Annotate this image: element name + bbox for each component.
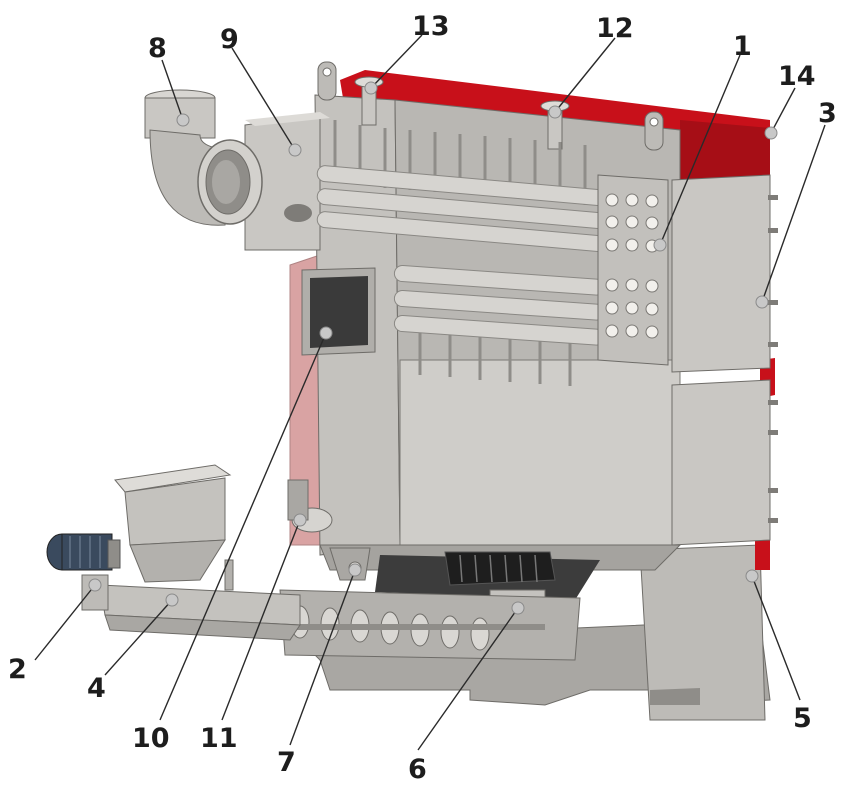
- callout-13: 13: [412, 11, 450, 42]
- callout-12: 12: [596, 13, 634, 44]
- callout-1: 1: [733, 31, 752, 62]
- cleaning-doors: [671, 174, 778, 546]
- fuel-hopper: [114, 464, 232, 583]
- callout-dots: [88, 81, 778, 615]
- leader-lines: [34, 34, 826, 751]
- inspection-window: [301, 267, 376, 356]
- callout-6: 6: [408, 754, 427, 785]
- callout-2: 2: [8, 654, 27, 685]
- callout-7: 7: [277, 747, 296, 778]
- auger-trough: [279, 547, 581, 661]
- callout-8: 8: [148, 33, 167, 64]
- callout-10: 10: [132, 723, 170, 754]
- callout-14: 14: [778, 61, 816, 92]
- callout-9: 9: [220, 24, 239, 55]
- callout-5: 5: [793, 703, 812, 734]
- callout-3: 3: [818, 98, 837, 129]
- heat-exchanger-tubes: [316, 120, 669, 386]
- callout-4: 4: [87, 673, 106, 704]
- exhaust-fan: [144, 89, 263, 226]
- callout-labels: 1 2 3 4 5 6 7 8 9 10 11 12 13 14: [8, 11, 837, 785]
- drive-motor: [46, 533, 121, 611]
- callout-11: 11: [200, 723, 238, 754]
- lifting-eyes: [317, 61, 664, 151]
